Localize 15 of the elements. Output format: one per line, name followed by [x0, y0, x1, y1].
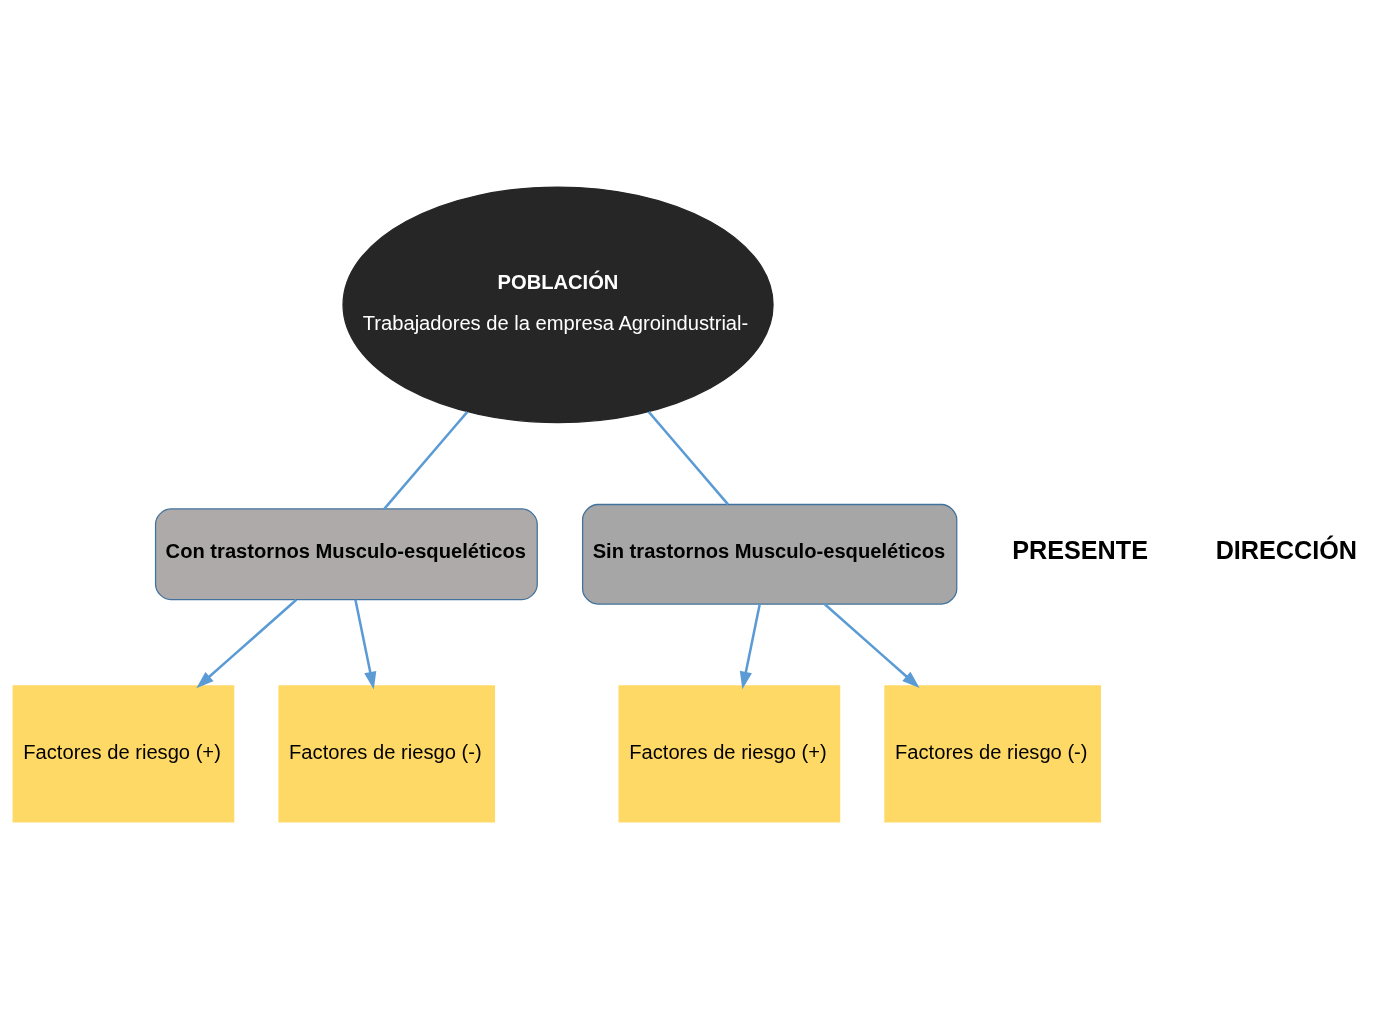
node-ellipse: POBLACIÓN Trabajadores de la empresa Agroindustrial- — [342, 186, 774, 424]
label: PRESENTE — [1012, 536, 1148, 565]
arrow — [196, 598, 298, 689]
arrow — [739, 604, 761, 690]
arrow — [823, 603, 920, 689]
node-box: Factores de riesgo (-) — [884, 685, 1101, 823]
node-box: Factores de riesgo (-) — [278, 685, 496, 823]
node-box: Factores de riesgo (+) — [618, 685, 841, 823]
connector — [383, 411, 469, 510]
label: DIRECCIÓN — [1215, 536, 1357, 565]
arrow — [354, 599, 377, 690]
connector — [647, 411, 729, 506]
node-box: Factores de riesgo (+) — [12, 685, 235, 823]
node-box: Con trastornos Musculo-esqueléticos — [154, 508, 538, 601]
node-box: Sin trastornos Musculo-esqueléticos — [581, 503, 958, 605]
